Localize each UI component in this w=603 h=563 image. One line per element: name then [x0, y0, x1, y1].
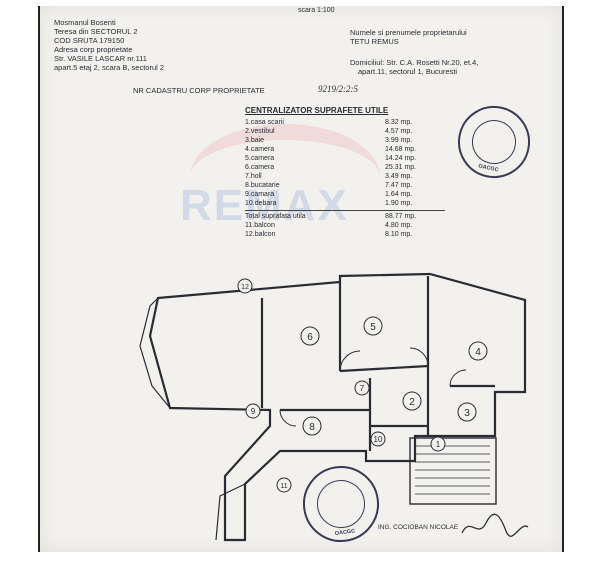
cadastral-number: 9219/2:2:5: [318, 84, 358, 94]
surface-value: 1.64 mp.: [385, 191, 413, 198]
watermark-logo: REMAX: [180, 181, 349, 230]
room-number: 12: [241, 284, 249, 291]
room-marker: [457, 402, 477, 422]
room-number: 10: [374, 435, 383, 444]
engineer-name: ING. COCIOBAN NICOLAE: [378, 524, 459, 531]
room-number: 3: [464, 408, 470, 419]
surface-row: 9.camara 1.64 mp.: [245, 190, 445, 199]
surface-row: 2.vestibul 4.57 mp.: [245, 127, 445, 136]
surface-value: 4.57 mp.: [385, 128, 413, 135]
room-marker: [237, 278, 253, 294]
surface-label: 6.camera: [245, 164, 275, 171]
room-number: 2: [409, 397, 415, 408]
header-line: Teresa din SECTORUL 2: [54, 27, 138, 36]
scale-label: scara 1:100: [298, 7, 335, 14]
owner-address-line: Domiciliul: Str. C.A. Rosetti Nr.20, et.…: [350, 58, 479, 67]
surface-value: 3.99 mp.: [385, 137, 413, 144]
room-marker: [363, 316, 383, 336]
surface-row: 11.balcon 4.80 mp.: [245, 221, 445, 230]
surface-value: 4.80 mp.: [385, 222, 413, 229]
header-line: apart.5 etaj 2, scara B, sectorul 2: [54, 63, 165, 72]
surface-label: 4.camera: [245, 146, 275, 153]
header-left-block: Mosmanul Bosenti Teresa din SECTORUL 2 C…: [54, 18, 164, 72]
room-number: 4: [475, 347, 481, 358]
plan-door-arc: [279, 409, 297, 427]
surface-label: 1.casa scarii: [245, 119, 284, 126]
room-marker: [276, 477, 292, 493]
surface-label: 10.debara: [245, 200, 277, 207]
surfaces-table: CENTRALIZATOR SUPRAFETE UTILE 1.casa sca…: [245, 106, 445, 239]
signature-scribble: [461, 513, 529, 537]
header-line: Str. VASILE LASCAR nr.111: [54, 54, 147, 63]
header-line: Adresa corp proprietate: [54, 45, 133, 54]
owner-label: Numele si prenumele proprietarului: [350, 28, 467, 37]
plan-stair-steps: [415, 445, 490, 495]
surface-row: 12.balcon 8.10 mp.: [245, 230, 445, 239]
surface-row: 5.camera 14.24 mp.: [245, 154, 445, 163]
header-line: COD SRUTA 179150: [54, 36, 125, 45]
room-number: 5: [370, 322, 376, 333]
surface-label: 5.camera: [245, 155, 275, 162]
room-number: 8: [309, 422, 315, 433]
floor-plan: 6 5 4 2 3 8 7 10 1 9 11 12: [139, 272, 527, 542]
surface-label: 9.camara: [245, 191, 275, 198]
surface-label: 12.balcon: [245, 231, 276, 238]
room-marker: [302, 416, 322, 436]
surface-label: 2.vestibul: [245, 128, 275, 135]
header-line: Mosmanul Bosenti: [54, 18, 116, 27]
surface-label: 11.balcon: [245, 222, 275, 229]
owner-name: TETU REMUS: [350, 37, 399, 46]
plan-balcony: [215, 483, 246, 541]
plan-door-arc: [339, 350, 361, 372]
room-marker: [430, 436, 446, 452]
surface-value: 3.49 mp.: [385, 173, 413, 180]
surface-value: 1.90 mp.: [385, 200, 413, 207]
surface-row: 3.baie 3.99 mp.: [245, 136, 445, 145]
scanned-sheet: scara 1:100 Mosmanul Bosenti Teresa din …: [38, 6, 564, 552]
room-marker: [300, 326, 320, 346]
room-marker: [354, 380, 370, 396]
surface-total-value: 88.77 mp.: [385, 213, 417, 220]
room-marker: [402, 391, 422, 411]
room-number: 1: [436, 440, 441, 449]
cadastral-label: NR CADASTRU CORP PROPRIETATE: [133, 86, 265, 95]
plan-door-arc: [449, 369, 467, 387]
room-marker: [468, 341, 488, 361]
surface-value: 8.10 mp.: [385, 231, 413, 238]
surface-row: 7.holl 3.49 mp.: [245, 172, 445, 181]
room-number: 11: [280, 483, 287, 490]
room-number: 7: [360, 384, 365, 393]
room-marker: [370, 431, 386, 447]
plan-outer-wall: [148, 272, 527, 542]
plan-door-arc: [409, 347, 429, 367]
surface-label: 8.bucatarie: [245, 182, 280, 189]
room-number: 6: [307, 332, 313, 343]
surface-value: 14.68 mp.: [385, 146, 417, 153]
plan-balcony: [139, 297, 171, 409]
room-labels: 6 5 4 2 3 8 7 10 1 9 11 12: [237, 278, 488, 493]
surface-total-row: Total suprafata utila 88.77 mp.: [245, 210, 445, 221]
surface-total-label: Total suprafata utila: [245, 213, 306, 220]
plan-staircase: [409, 437, 497, 505]
room-marker: [245, 403, 261, 419]
surface-row: 8.bucatarie 7.47 mp.: [245, 181, 445, 190]
surface-row: 1.casa scarii 8.32 mp.: [245, 118, 445, 127]
surface-value: 14.24 mp.: [385, 155, 417, 162]
surfaces-title: CENTRALIZATOR SUPRAFETE UTILE: [245, 106, 389, 115]
stamp-inner-ring: [313, 476, 369, 532]
surface-value: 8.32 mp.: [385, 119, 413, 126]
owner-address-line: apart.11, sectorul 1, Bucuresti: [358, 67, 458, 76]
surface-row: 4.camera 14.68 mp.: [245, 145, 445, 154]
surface-value: 7.47 mp.: [385, 182, 413, 189]
room-number: 9: [251, 407, 256, 416]
surface-label: 7.holl: [245, 173, 262, 180]
surface-label: 3.baie: [245, 137, 265, 144]
surface-value: 25.31 mp.: [385, 164, 417, 171]
surface-row: 10.debara 1.90 mp.: [245, 199, 445, 208]
plan-inner-wall: [339, 364, 429, 373]
surface-row: 6.camera 25.31 mp.: [245, 163, 445, 172]
